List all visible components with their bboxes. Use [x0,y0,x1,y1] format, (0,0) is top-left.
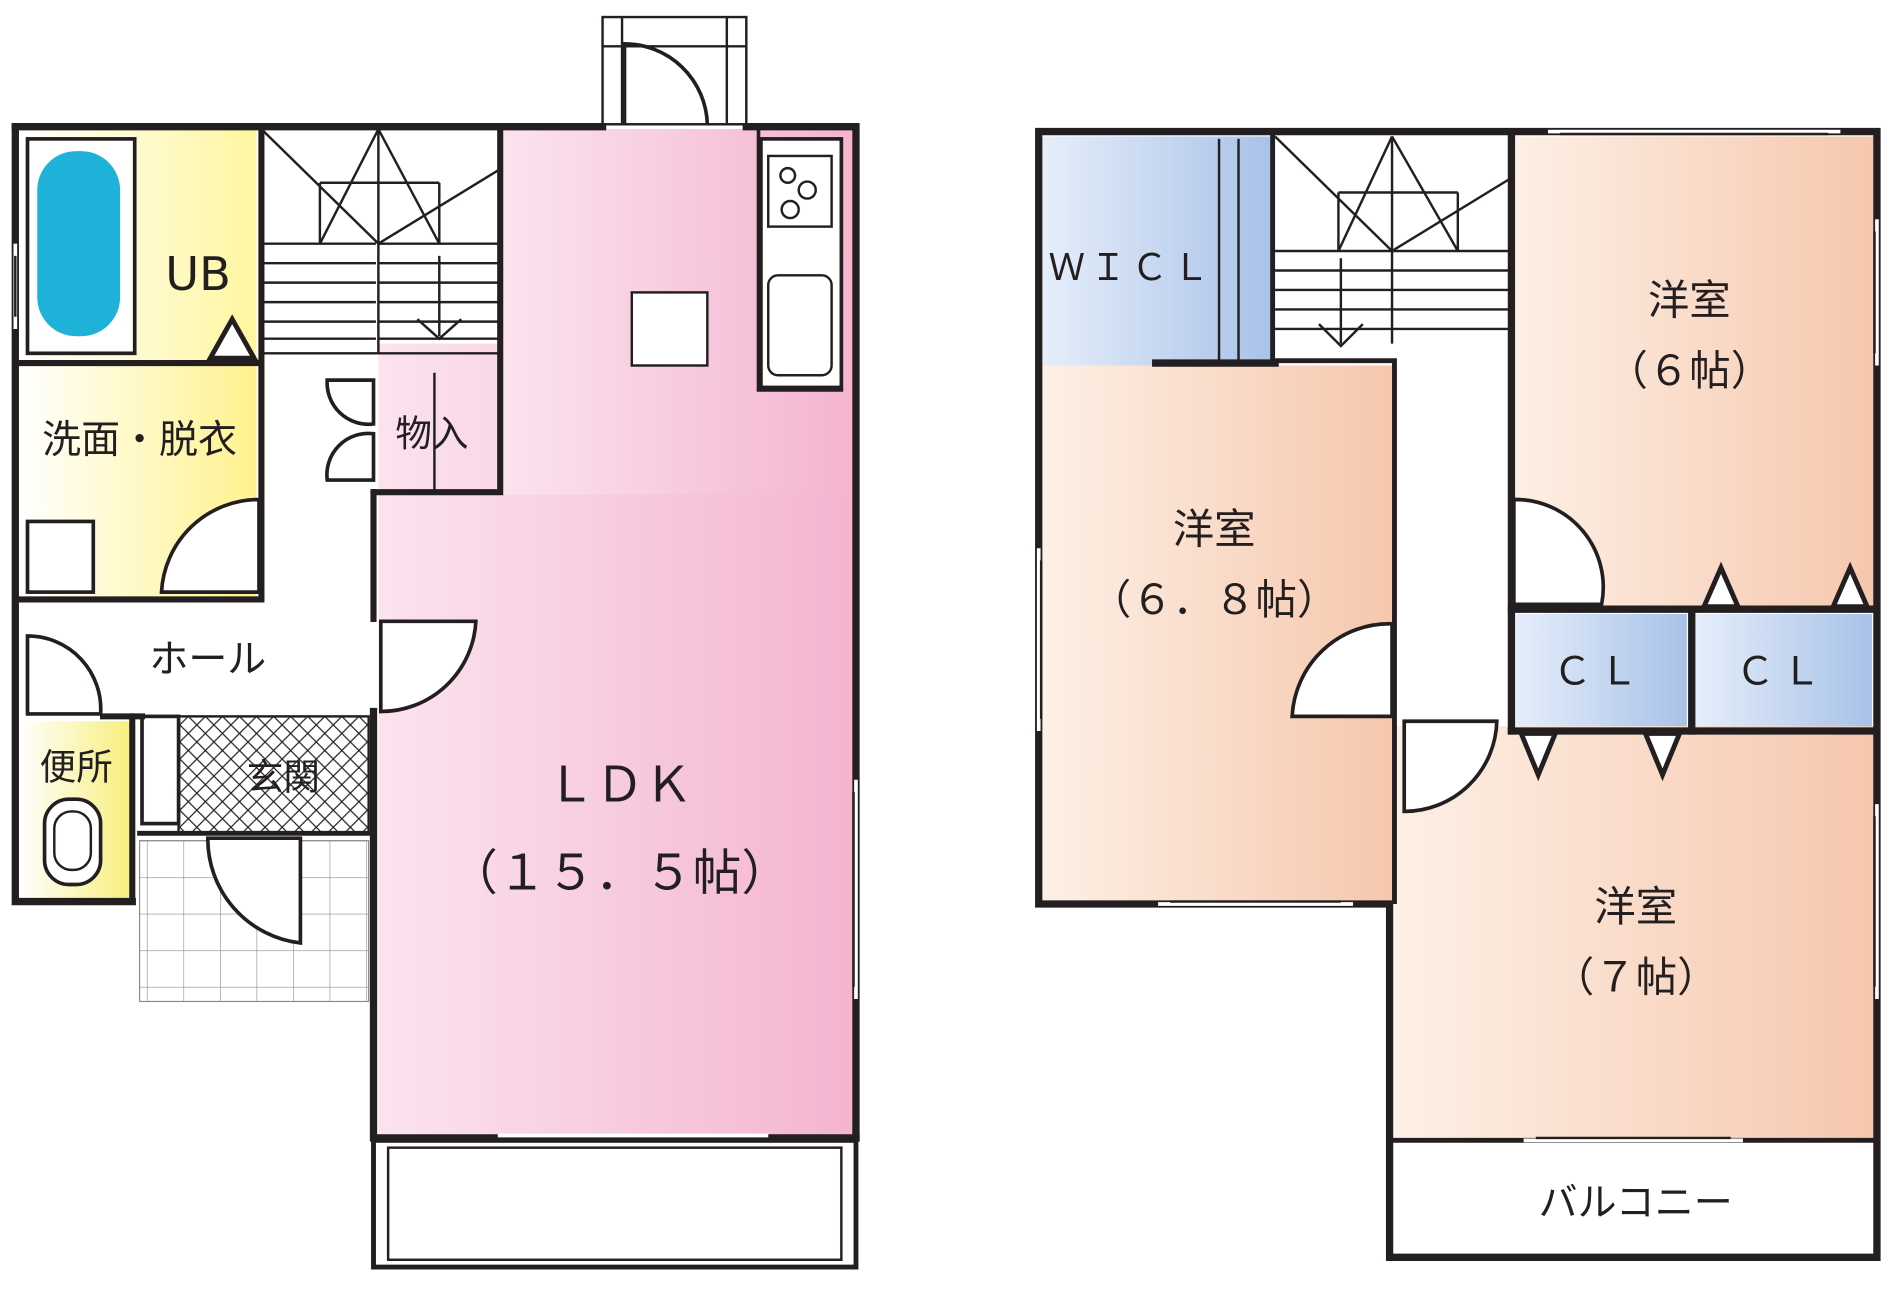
room-a-door[interactable] [1290,621,1394,719]
storage-door-top[interactable] [325,378,376,427]
bathtub [37,151,121,337]
kitchen-sink [767,274,833,377]
hall-label: ホール [149,638,266,683]
washroom-door[interactable] [159,497,261,594]
room-c-size-label: （７帖） [1553,954,1719,1002]
room-c-door[interactable] [1402,719,1499,814]
terrace [371,1133,859,1270]
stove [767,154,833,228]
doors-first-floor [25,378,478,946]
entrance-label: 玄関 [247,755,320,798]
entrance-floor [177,715,370,835]
exterior-door-box [601,15,748,126]
vent-icon [206,314,259,361]
wic-shelf [1217,138,1240,361]
refrigerator [630,291,709,367]
ldk-door[interactable] [378,619,478,714]
closet-markers [1517,561,1871,782]
ldk-size-label: （１５．５帖） [449,845,790,901]
room-c [1394,726,1875,1138]
room-c-label: 洋室 [1594,883,1677,931]
storage-door-bottom[interactable] [325,431,376,482]
stairs-first-floor [260,128,499,355]
entrance-door[interactable] [205,836,303,946]
room-b-size-label: （６帖） [1606,347,1772,395]
toilet-door[interactable] [25,634,103,716]
closet-left-room [1513,614,1687,727]
walk-in-closet-room [1041,136,1273,366]
room-b-label: 洋室 [1648,276,1731,324]
walk-in-closet-label: ＷＩＣＬ [1048,246,1214,289]
burner-icon [797,180,817,200]
stairs-second-floor [1274,135,1513,348]
room-a-size-label: （６．８帖） [1090,576,1338,624]
toilet-label: 便所 [40,746,113,789]
ldk-label: ＬＤＫ [547,758,693,814]
room-a-label: 洋室 [1173,505,1256,553]
toilet-bowl [53,810,93,872]
second-floor: ＷＩＣＬ 洋室 （６．８帖） 洋室 （６帖） ＣＬ ＣＬ 洋室 （７帖） バルコ… [1035,127,1881,1261]
storage-label: 物入 [395,412,468,455]
wash-basin [25,519,96,594]
room-a [1041,365,1393,902]
balcony-label: バルコニー [1539,1181,1733,1226]
shoe-cabinet [140,714,181,826]
hallway-2f [1394,343,1512,727]
washroom-label: 洗面・脱衣 [42,418,237,463]
first-floor: UB 洗面・脱衣 物入 ホール 便所 玄関 ＬＤＫ （１５．５帖） [11,15,860,1270]
burner-icon [779,166,797,184]
closet-right-label: ＣＬ [1736,650,1829,695]
room-b-door[interactable] [1512,497,1606,607]
doors-second-floor [1290,497,1606,814]
unit-bath-label: UB [165,247,231,301]
closet-right-room [1694,614,1873,727]
burner-icon [780,199,800,220]
windows-first-floor [13,243,858,1000]
windows-second-floor [1036,129,1879,1143]
closet-left-label: ＣＬ [1553,650,1646,695]
